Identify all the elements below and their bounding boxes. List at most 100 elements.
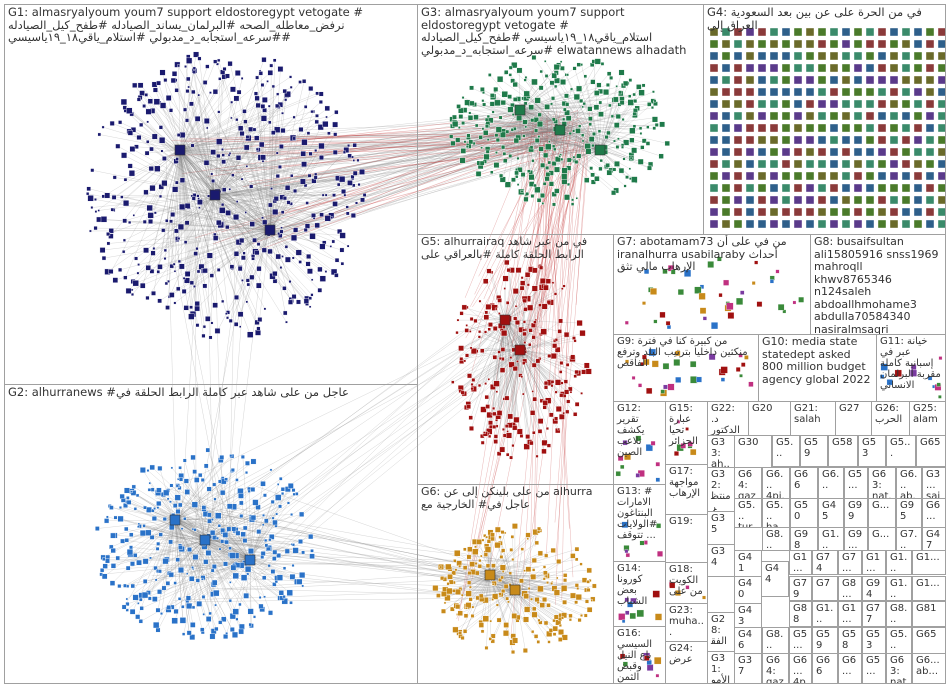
- group-panel-g32: G32: منتظر هنا: [707, 467, 735, 512]
- group-panel-g13: G13: # الامارات البنتاغون #الولايات ... …: [613, 484, 666, 562]
- group-label-g3: G3: almasryalyoum youm7 support eldostor…: [421, 6, 700, 56]
- group-label-small: G7: [816, 578, 834, 589]
- group-label-g34: G34: [711, 546, 731, 568]
- group-label-small: G53: [866, 629, 882, 651]
- group-panel-small: G1...: [838, 601, 862, 627]
- group-panel-small: G5...: [886, 435, 916, 467]
- group-panel-g43: G43: [734, 603, 762, 628]
- group-panel-g19: G19:: [665, 514, 708, 563]
- group-panel-g9: G9: من كبيرة كنا في فترة منكثين داخليا ب…: [613, 334, 759, 402]
- group-panel-small: G7...: [896, 527, 922, 551]
- group-panel-g27: G27: [835, 401, 872, 436]
- group-label-small: G65: [920, 437, 942, 448]
- group-panel-g7: G7: abotamam73 من في على أن iranalhurra …: [613, 234, 811, 335]
- group-panel-small: G8...: [762, 527, 790, 551]
- group-panel-g31: G31: الأموا: [707, 651, 735, 684]
- group-label-g41: G41: [738, 552, 758, 574]
- group-label-g40: G40: [738, 578, 758, 600]
- group-label-small: G66: [816, 655, 834, 677]
- group-panel-small: G5...: [772, 435, 800, 467]
- group-label-small: G58: [842, 629, 858, 651]
- group-label-small: G81: [916, 603, 942, 614]
- group-label-g33: G33: ah...: [711, 437, 731, 468]
- group-panel-g18: G18: الكويت من على: [665, 562, 708, 604]
- group-panel-small: G66: [812, 653, 838, 684]
- group-label-small: G6...: [842, 655, 858, 677]
- group-label-g21: G21: salah: [794, 403, 832, 425]
- group-label-small: G1...: [916, 578, 942, 589]
- group-panel-g21: G21: salah: [790, 401, 836, 436]
- group-label-small: G64: gaz: [738, 469, 758, 499]
- group-panel-small: G5...: [844, 467, 868, 499]
- group-panel-g8: G8: busaifsultan ali15805916 snss1969 ma…: [810, 234, 946, 335]
- group-panel-small: G1...: [912, 550, 946, 575]
- group-label-small: G88: [793, 603, 808, 625]
- group-label-small: G45: [822, 500, 840, 522]
- group-label-g17: G17: مواجهة الإرهاب: [669, 466, 704, 499]
- group-label-small: G8...: [842, 578, 858, 600]
- group-label-small: G...: [872, 500, 892, 511]
- group-panel-small: G8...: [886, 601, 912, 627]
- group-panel-g40: G40: [734, 576, 762, 604]
- group-panel-g2: G2: alhurranews #عاجل من على شاهد عبر كا…: [4, 384, 418, 684]
- group-panel-small: G47: [922, 527, 946, 551]
- group-label-g32: G32: منتظر هنا: [711, 469, 731, 512]
- group-label-small: G1...: [916, 552, 942, 563]
- group-label-g13: G13: # الامارات البنتاغون #الولايات ... …: [617, 486, 662, 541]
- group-label-g15: G15: عبارة تحيا الجزائر: [669, 403, 704, 447]
- group-label-small: G...: [872, 529, 892, 540]
- group-label-small: G1...: [890, 552, 908, 574]
- group-label-small: G63: nat...: [872, 469, 892, 499]
- group-label-small: G99: [848, 500, 864, 522]
- group-panel-g16: G16: السيسي باع النيل وقبض الثمن: [613, 626, 666, 684]
- group-panel-small: G6... ab...: [896, 467, 922, 499]
- group-panel-g24: G24: عرض: [665, 641, 708, 684]
- group-label-small: G79: [793, 578, 808, 600]
- group-panel-small: G1...: [912, 576, 946, 601]
- group-panel-small: G94: [862, 576, 886, 601]
- group-label-g43: G43: [738, 605, 758, 627]
- group-label-small: G94: [866, 578, 882, 600]
- group-label-small: G5...: [848, 469, 864, 491]
- group-panel-g3: G3: almasryalyoum youm7 support eldostor…: [417, 4, 704, 235]
- group-panel-small: G7: [812, 576, 838, 601]
- group-panel-small: G59: [812, 627, 838, 654]
- group-panel-small: G79: [789, 576, 812, 601]
- group-label-small: G5...: [866, 655, 882, 677]
- group-panel-g41: G41: [734, 550, 762, 577]
- group-panel-g26: G26: الحرب: [871, 401, 910, 436]
- group-label-small: G1...: [822, 529, 840, 551]
- group-label-small: G3... sai...: [926, 469, 942, 499]
- group-label-g18: G18: الكويت من على: [669, 564, 704, 597]
- group-label-g20: G20: [752, 403, 787, 414]
- group-label-small: G98: [794, 529, 814, 551]
- group-label-small: G63: nat...: [890, 655, 908, 684]
- group-panel-g46: G46: [734, 627, 762, 654]
- group-label-small: G59: [804, 437, 824, 459]
- group-label-small: G5...: [890, 437, 912, 459]
- group-panel-g10: G10: media state statedept asked 800 mil…: [758, 334, 877, 402]
- group-label-g9: G9: من كبيرة كنا في فترة منكثين داخليا ب…: [617, 336, 755, 369]
- group-label-small: G74: [816, 552, 834, 574]
- group-label-g14: G14: كورونا بعض الشباب: [617, 563, 662, 607]
- group-panel-small: G6... 4pi...: [789, 653, 812, 684]
- group-panel-small: G6...: [818, 467, 844, 499]
- group-panel-small: G58: [838, 627, 862, 654]
- group-panel-small: G5...: [862, 653, 886, 684]
- group-label-g8: G8: busaifsultan ali15805916 snss1969 ma…: [814, 236, 942, 335]
- group-panel-small: G5...: [789, 627, 812, 654]
- group-label-small: G6...: [926, 500, 942, 522]
- group-label-g2: G2: alhurranews #عاجل من على شاهد عبر كا…: [8, 386, 414, 399]
- group-label-small: G77: [866, 603, 882, 625]
- group-panel-small: G65: [916, 435, 946, 467]
- group-panel-small: G88: [789, 601, 812, 627]
- group-panel-small: G5...: [886, 627, 912, 654]
- group-label-g10: G10: media state statedept asked 800 mil…: [762, 336, 873, 386]
- group-panel-small: G5... tur...: [734, 498, 762, 528]
- group-label-small: G6... 4pi...: [793, 655, 808, 684]
- group-panel-small: G6...: [838, 653, 862, 684]
- group-label-small: G1...: [816, 603, 834, 625]
- group-label-small: G53: [862, 437, 882, 459]
- group-panel-small: G58: [828, 435, 858, 467]
- group-panel-small: G64: gaz: [762, 653, 789, 684]
